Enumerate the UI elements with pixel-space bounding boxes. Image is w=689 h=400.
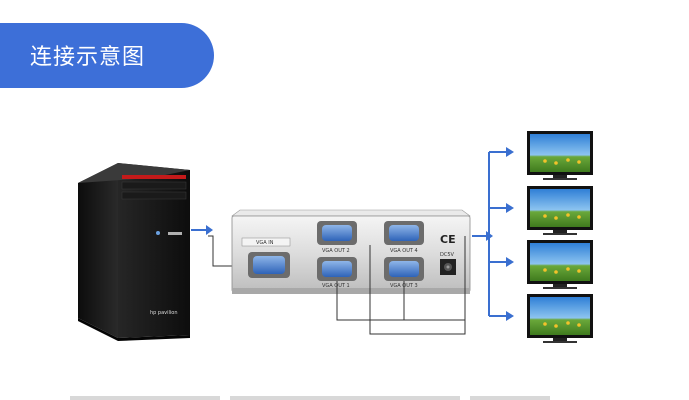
computer-tower: hp pavilion <box>78 163 190 341</box>
arrow-to-splitter <box>191 225 238 267</box>
vga-out-4-label: VGA OUT 4 <box>390 248 418 254</box>
arrows-to-monitors <box>472 147 514 321</box>
page-title: 连接示意图 <box>30 45 146 70</box>
monitor-1 <box>527 131 593 180</box>
vga-in-port <box>248 252 290 278</box>
vga-splitter: VGA IN VGA OUT 2 VGA OUT 4 VGA OUT 1 VGA… <box>231 209 471 294</box>
ce-mark: CE <box>440 233 456 246</box>
vga-out-1-label: VGA OUT 1 <box>322 283 350 289</box>
vga-out-4-port <box>384 221 424 245</box>
drive-bay-red <box>122 175 186 179</box>
dc-power-jack <box>440 259 456 275</box>
vga-out-3-port <box>384 257 424 281</box>
output-wiring <box>336 236 466 335</box>
power-button <box>156 231 160 235</box>
vga-out-2-port <box>317 221 357 245</box>
title-banner: 连接示意图 <box>0 23 214 88</box>
monitor-4 <box>527 294 593 343</box>
usb-ports <box>168 232 182 235</box>
power-label: DC5V <box>440 252 455 258</box>
monitor-2 <box>527 186 593 235</box>
vga-out-2-label: VGA OUT 2 <box>322 248 350 254</box>
bottom-partial-text <box>70 396 550 400</box>
computer-brand: hp pavilion <box>150 310 178 316</box>
vga-in-label: VGA IN <box>256 240 274 246</box>
vga-out-1-port <box>317 257 357 281</box>
monitor-3 <box>527 240 593 289</box>
